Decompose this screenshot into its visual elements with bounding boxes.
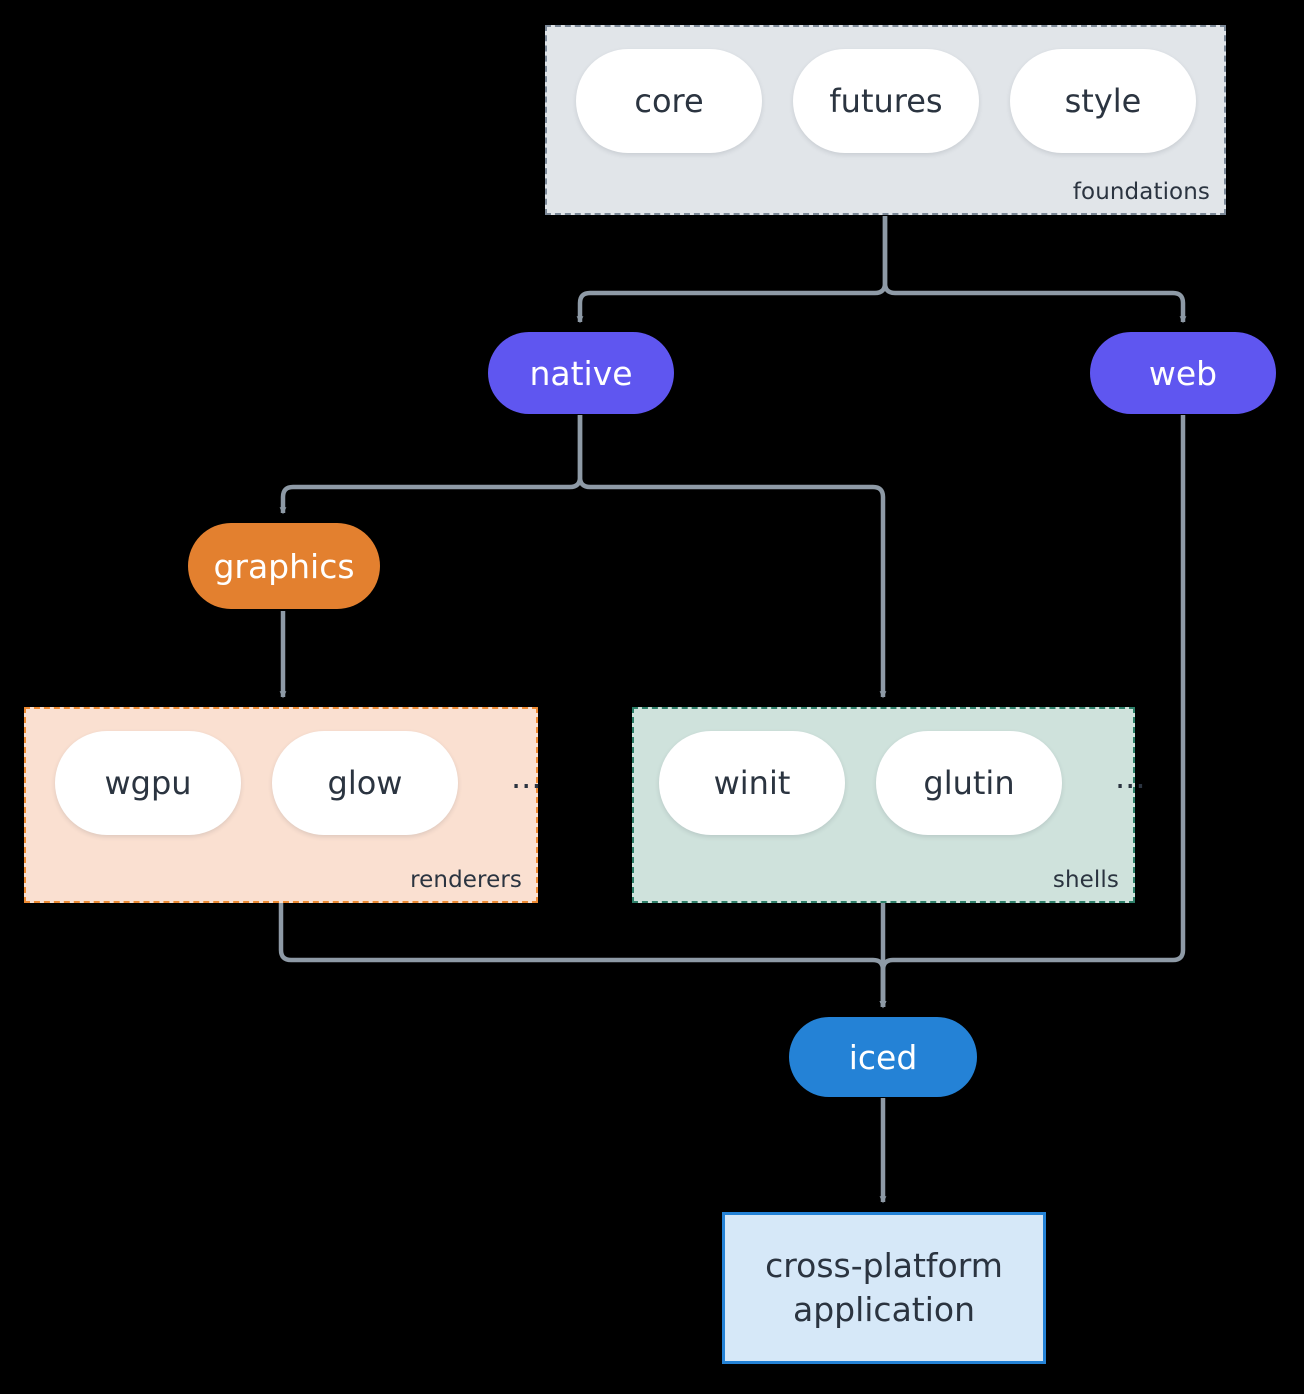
edge-native-to-shells xyxy=(577,415,887,699)
node-native[interactable]: native xyxy=(488,332,674,414)
leaf-pill-wgpu[interactable]: wgpu xyxy=(55,731,241,835)
group-label-renderers: renderers xyxy=(410,867,522,893)
leaf-pill-core[interactable]: core xyxy=(576,49,762,153)
foundations-items: core futures style xyxy=(547,49,1224,153)
edge-foundations-to-native xyxy=(576,216,888,324)
group-label-foundations: foundations xyxy=(1072,179,1210,205)
node-cross-platform-application[interactable]: cross-platform application xyxy=(722,1212,1046,1364)
node-iced[interactable]: iced xyxy=(789,1017,977,1097)
group-renderers: wgpu glow ... renderers xyxy=(24,707,542,903)
shells-overflow-ellipsis: ... xyxy=(1115,758,1146,796)
node-web[interactable]: web xyxy=(1090,332,1276,414)
leaf-pill-futures[interactable]: futures xyxy=(793,49,979,153)
edge-foundations-to-web xyxy=(882,216,1187,324)
leaf-pill-winit[interactable]: winit xyxy=(659,731,845,835)
shells-items: winit glutin ... xyxy=(634,731,1146,835)
renderers-overflow-ellipsis: ... xyxy=(511,758,542,796)
group-shells: winit glutin ... shells xyxy=(632,707,1146,903)
node-graphics[interactable]: graphics xyxy=(188,523,380,609)
edge-native-to-graphics xyxy=(279,415,583,515)
group-label-shells: shells xyxy=(1052,867,1119,893)
leaf-pill-glutin[interactable]: glutin xyxy=(876,731,1062,835)
renderers-items: wgpu glow ... xyxy=(26,731,542,835)
leaf-pill-glow[interactable]: glow xyxy=(272,731,458,835)
leaf-pill-style[interactable]: style xyxy=(1010,49,1196,153)
application-label-line1: cross-platform xyxy=(765,1246,1003,1286)
edge-renderers-to-iced xyxy=(278,903,887,1009)
application-label-line2: application xyxy=(792,1290,976,1329)
group-foundations: core futures style foundations xyxy=(545,25,1226,215)
